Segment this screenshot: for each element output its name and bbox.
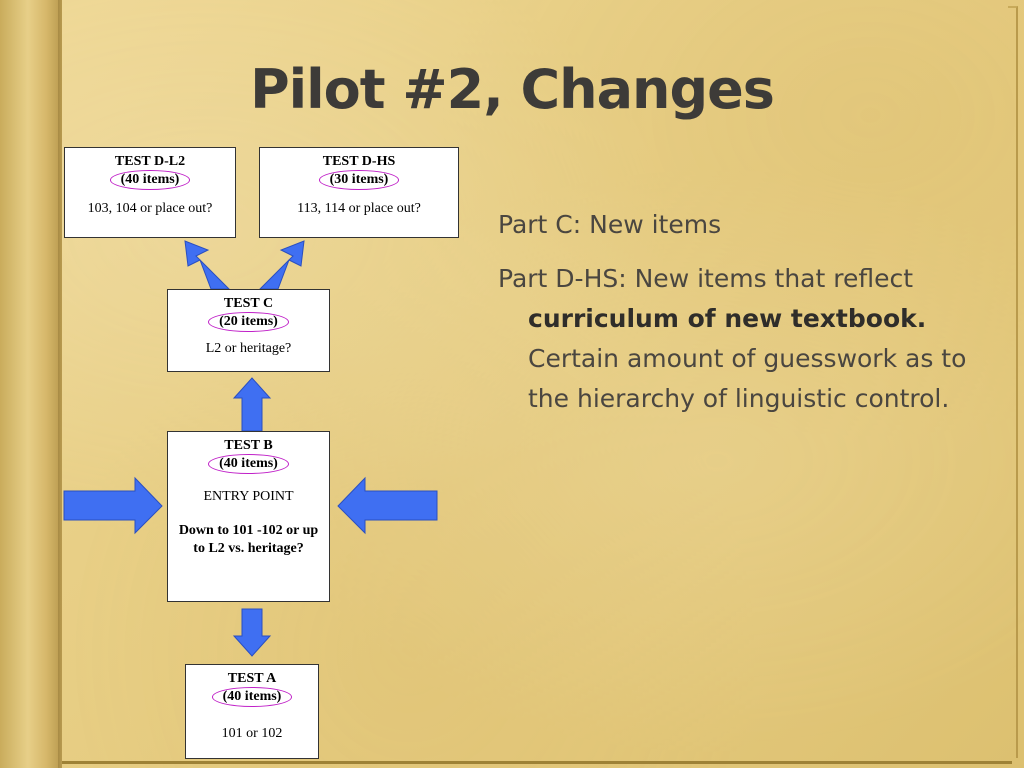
arrow-b-to-c — [232, 377, 272, 432]
binding-shadow — [58, 0, 62, 768]
page-edge-right — [1008, 6, 1018, 758]
arrow-c-to-dl2 — [184, 240, 231, 290]
bullet-part-c-text: Part C: New items — [498, 210, 722, 239]
arrow-right-into-b — [337, 476, 438, 535]
test-b-entry: ENTRY POINT — [203, 489, 294, 504]
test-a-name: TEST A — [227, 671, 277, 686]
bullet-part-dhs-pre: Part D-HS: New items that reflect — [498, 264, 914, 293]
test-c-box: TEST C (20 items) L2 or heritage? — [167, 289, 330, 372]
test-b-items: (40 items) — [208, 454, 289, 474]
test-dl2-items: (40 items) — [109, 170, 191, 190]
test-dhs-name: TEST D-HS — [322, 154, 396, 169]
test-a-items: (40 items) — [211, 687, 293, 707]
test-a-info: 101 or 102 — [221, 726, 283, 741]
bullet-part-dhs-post: Certain amount of guesswork as to the hi… — [528, 344, 967, 413]
test-dhs-items: (30 items) — [318, 170, 400, 190]
test-b-box: TEST B (40 items) ENTRY POINT Down to 10… — [167, 431, 330, 602]
arrow-c-to-dhs — [258, 240, 305, 290]
test-c-info: L2 or heritage? — [205, 341, 292, 356]
arrow-left-into-b — [63, 476, 163, 535]
book-binding — [0, 0, 62, 768]
test-dl2-name: TEST D-L2 — [114, 154, 186, 169]
arrow-b-to-a — [232, 608, 272, 657]
bullet-list: Part C: New items Part D-HS: New items t… — [498, 205, 1008, 433]
test-dhs-box: TEST D-HS (30 items) 113, 114 or place o… — [259, 147, 459, 238]
test-c-name: TEST C — [223, 296, 274, 311]
test-b-info: Down to 101 -102 or up to L2 vs. heritag… — [178, 523, 319, 556]
bullet-part-dhs: Part D-HS: New items that reflect curric… — [498, 259, 1008, 419]
bullet-part-dhs-bold: curriculum of new textbook. — [528, 304, 927, 333]
slide-title: Pilot #2, Changes — [250, 58, 775, 121]
page-edge-bottom — [62, 755, 1012, 764]
test-b-name: TEST B — [224, 438, 273, 453]
test-a-box: TEST A (40 items) 101 or 102 — [185, 664, 319, 759]
test-dhs-info: 113, 114 or place out? — [297, 201, 421, 216]
test-c-items: (20 items) — [208, 312, 289, 332]
test-dl2-info: 103, 104 or place out? — [87, 201, 213, 216]
bullet-part-c: Part C: New items — [498, 205, 1008, 245]
test-dl2-box: TEST D-L2 (40 items) 103, 104 or place o… — [64, 147, 236, 238]
